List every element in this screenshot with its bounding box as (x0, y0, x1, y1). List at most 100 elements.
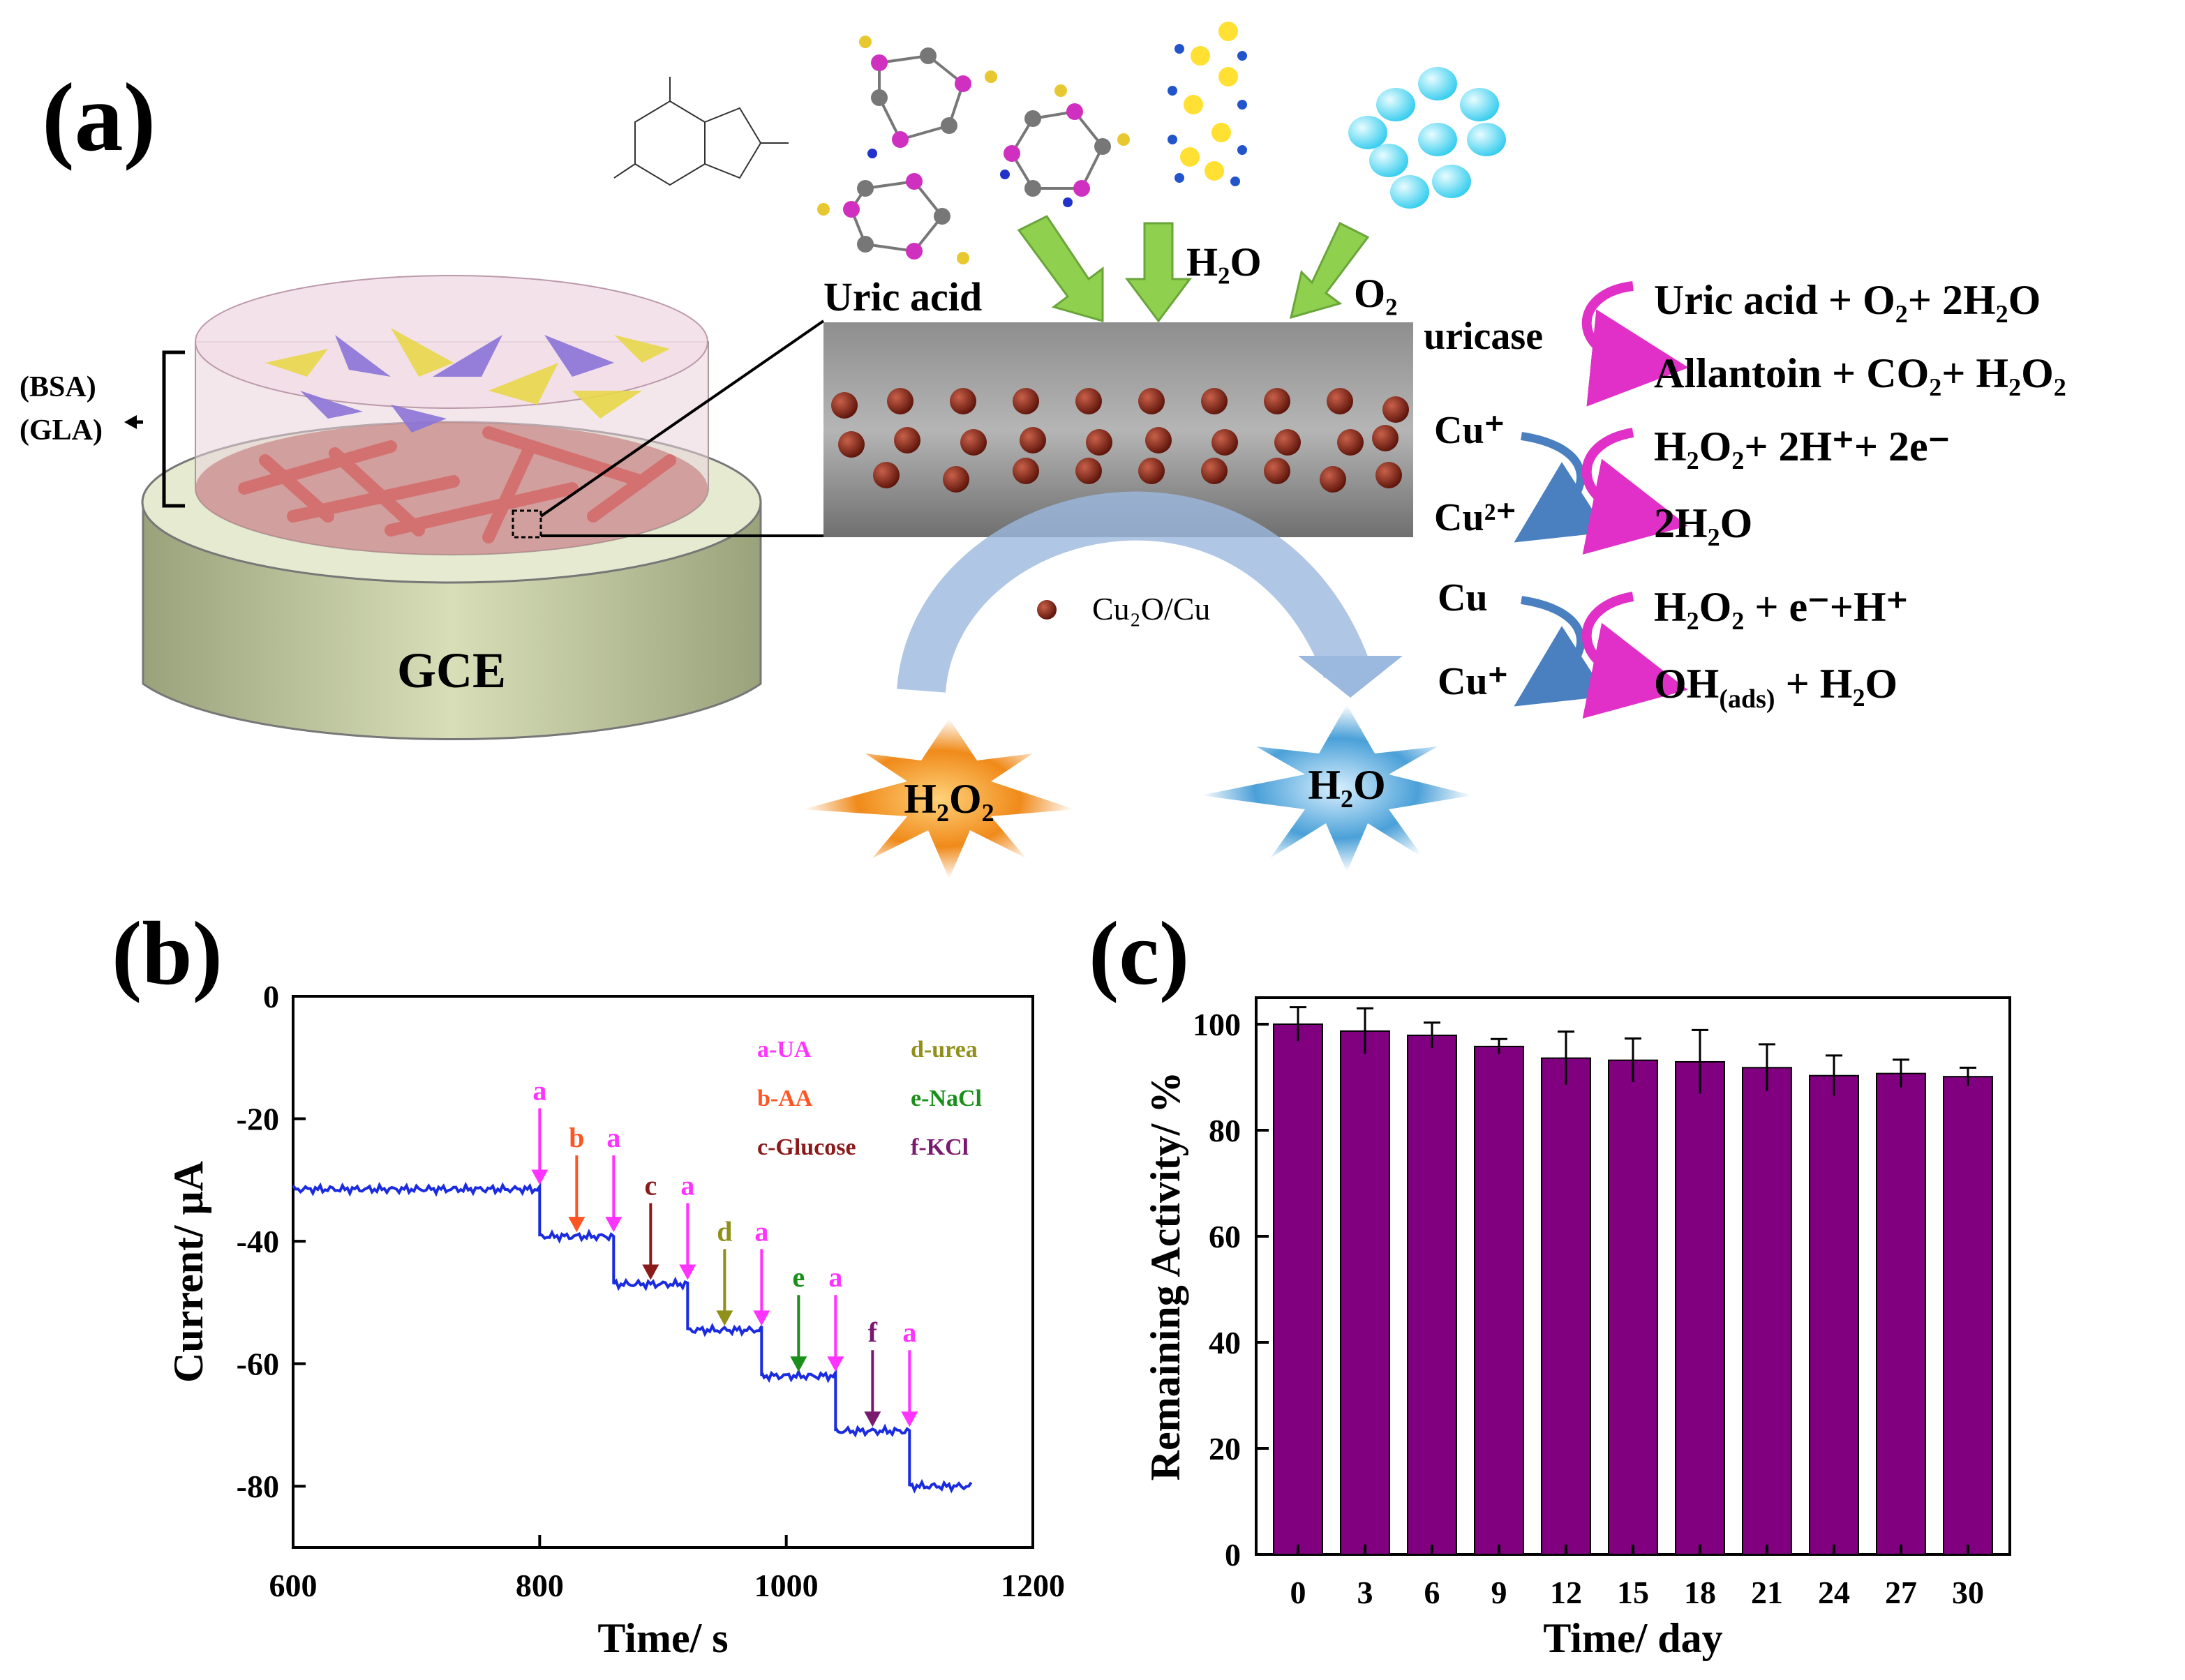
activity-bar (1474, 1045, 1524, 1556)
activity-bar (1273, 1023, 1323, 1555)
injection-arrowhead (605, 1217, 622, 1233)
x-tick-label: 12 (1550, 1575, 1582, 1610)
film-bracket: (BSA) (GLA) (20, 350, 185, 508)
molecule-models (817, 22, 1506, 264)
injection-letter: b (569, 1122, 584, 1153)
activity-bar (1943, 1076, 1993, 1555)
activity-bar (1340, 1030, 1390, 1555)
x-tick-label: 6 (1424, 1575, 1440, 1610)
uricase-arrow (1581, 281, 1689, 407)
particle (873, 462, 900, 488)
injection-letter: e (792, 1261, 805, 1293)
particle (1264, 388, 1290, 414)
reaction2-reactants: H₂O₂+ 2H⁺+ 2e⁻ (1654, 423, 1950, 470)
reaction1-reactants: Uric acid + O₂+ 2H₂O (1654, 277, 2041, 323)
particle (1020, 427, 1046, 453)
particle (943, 466, 969, 493)
x-tick-label: 1000 (754, 1568, 819, 1603)
particle (1013, 458, 1039, 484)
injection-letter: c (644, 1170, 657, 1201)
x-tick-label: 24 (1818, 1575, 1850, 1610)
particle (1375, 462, 1402, 488)
gla-label: (GLA) (20, 414, 103, 447)
reaction2-blue-arrow (1514, 432, 1607, 543)
x-tick-label: 21 (1751, 1575, 1783, 1610)
y-tick-label: 100 (1193, 1007, 1241, 1042)
x-tick-label: 3 (1357, 1575, 1373, 1610)
injection-arrowhead (642, 1264, 659, 1280)
conversion-arc (897, 491, 1370, 693)
legend-entry: f-KCl (911, 1134, 969, 1160)
x-tick-label: 30 (1952, 1575, 1984, 1610)
inflow-arrows (1017, 215, 1370, 323)
activity-bar (1742, 1067, 1792, 1555)
particle (887, 388, 913, 414)
injection-letter: f (868, 1317, 878, 1348)
injection-letter: a (828, 1261, 842, 1293)
injection-arrowhead (531, 1169, 549, 1185)
particle (1382, 396, 1409, 423)
y-tick-label: -40 (237, 1224, 279, 1259)
activity-bar (1809, 1074, 1859, 1555)
activity-bar (1407, 1034, 1457, 1555)
particle (1138, 388, 1165, 414)
y-tick-label: -60 (237, 1347, 279, 1382)
legend-entry: d-urea (911, 1037, 978, 1063)
particle (1138, 458, 1165, 484)
reaction3-catalyst-top: Cu (1438, 576, 1488, 620)
injection-arrowhead (864, 1411, 881, 1427)
particle-legend-marker (1037, 600, 1057, 620)
electrode-illustration: GCE (141, 275, 762, 741)
reaction3-magenta-arrow (1581, 592, 1688, 719)
particle (1086, 429, 1112, 456)
particle (1274, 429, 1301, 456)
bsa-label: (BSA) (20, 371, 96, 403)
activity-bar (1541, 1057, 1591, 1555)
injection-letter: d (717, 1215, 732, 1247)
reaction1-products: Allantoin + CO₂+ H₂O₂ (1654, 350, 2066, 396)
y-tick-label: 20 (1209, 1431, 1241, 1467)
particle (960, 429, 987, 456)
x-tick-label: 1200 (1001, 1568, 1065, 1603)
particle (1264, 458, 1290, 484)
reaction2-catalyst-top: Cu⁺ (1434, 409, 1505, 452)
cu2o-cu-particles (831, 388, 1409, 493)
x-axis-label: Time/ s (597, 1615, 728, 1661)
oxygen-label: O₂ (1354, 271, 1398, 316)
injection-letter: a (532, 1075, 546, 1107)
particle (1075, 388, 1102, 414)
reaction2-catalyst-bottom: Cu²⁺ (1434, 496, 1516, 539)
uric-acid-structure (613, 77, 789, 186)
injection-letter: a (754, 1215, 768, 1247)
activity-bar (1675, 1060, 1725, 1555)
activity-bar (1876, 1072, 1926, 1556)
injection-arrowhead (790, 1356, 807, 1372)
particle (838, 431, 865, 458)
electrode-label: GCE (397, 643, 506, 698)
h2o2-burst: H₂O₂ (803, 719, 1075, 879)
water-label: H₂O (1186, 239, 1262, 285)
reaction3-products: OH(ads) + H₂O (1654, 661, 1897, 714)
legend-entry: a-UA (757, 1037, 812, 1063)
y-axis-label: Remaining Activity/ % (1142, 1072, 1188, 1481)
conversion-arc-head (1298, 656, 1403, 698)
particle-legend-text: Cu₂O/Cu (1092, 591, 1210, 627)
y-tick-label: 80 (1209, 1113, 1241, 1148)
x-tick-label: 600 (269, 1568, 318, 1603)
x-tick-label: 27 (1885, 1575, 1917, 1610)
particle (1211, 429, 1238, 456)
zoom-line-top (539, 320, 825, 518)
legend-entry: b-AA (757, 1086, 813, 1111)
x-axis-label: Time/ day (1543, 1615, 1722, 1661)
injection-arrowhead (679, 1264, 696, 1280)
enzyme-label: uricase (1424, 315, 1543, 358)
y-tick-label: -80 (237, 1469, 279, 1504)
x-tick-label: 800 (516, 1568, 564, 1603)
panel-a: (a) (20, 22, 2066, 879)
injection-arrowhead (716, 1310, 733, 1326)
reaction3-blue-arrow (1514, 596, 1607, 707)
injection-arrowhead (901, 1411, 918, 1427)
y-tick-label: 0 (263, 979, 279, 1014)
injection-arrowhead (568, 1217, 586, 1233)
